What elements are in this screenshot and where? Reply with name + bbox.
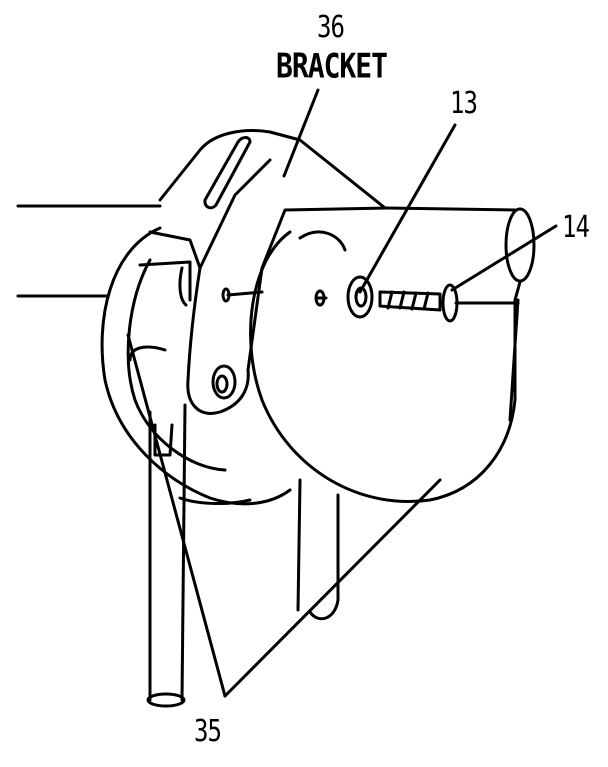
part-14-label: 14: [562, 209, 590, 245]
front-wheel: [249, 230, 520, 503]
part-36-number: 36: [317, 9, 345, 45]
part-13-label: 13: [450, 85, 478, 121]
bracket-body: [138, 129, 388, 415]
washer-13-shape: [314, 275, 374, 319]
part-36-name-label: BRACKET: [276, 46, 388, 86]
rod-lines: [16, 204, 162, 298]
screw-14-shape: [378, 283, 520, 323]
leader-lines: [126, 88, 558, 698]
rear-wheel: [100, 226, 292, 506]
top-rod: [384, 206, 536, 302]
part-35-label: 35: [194, 713, 222, 749]
handle-rods: [128, 345, 340, 708]
